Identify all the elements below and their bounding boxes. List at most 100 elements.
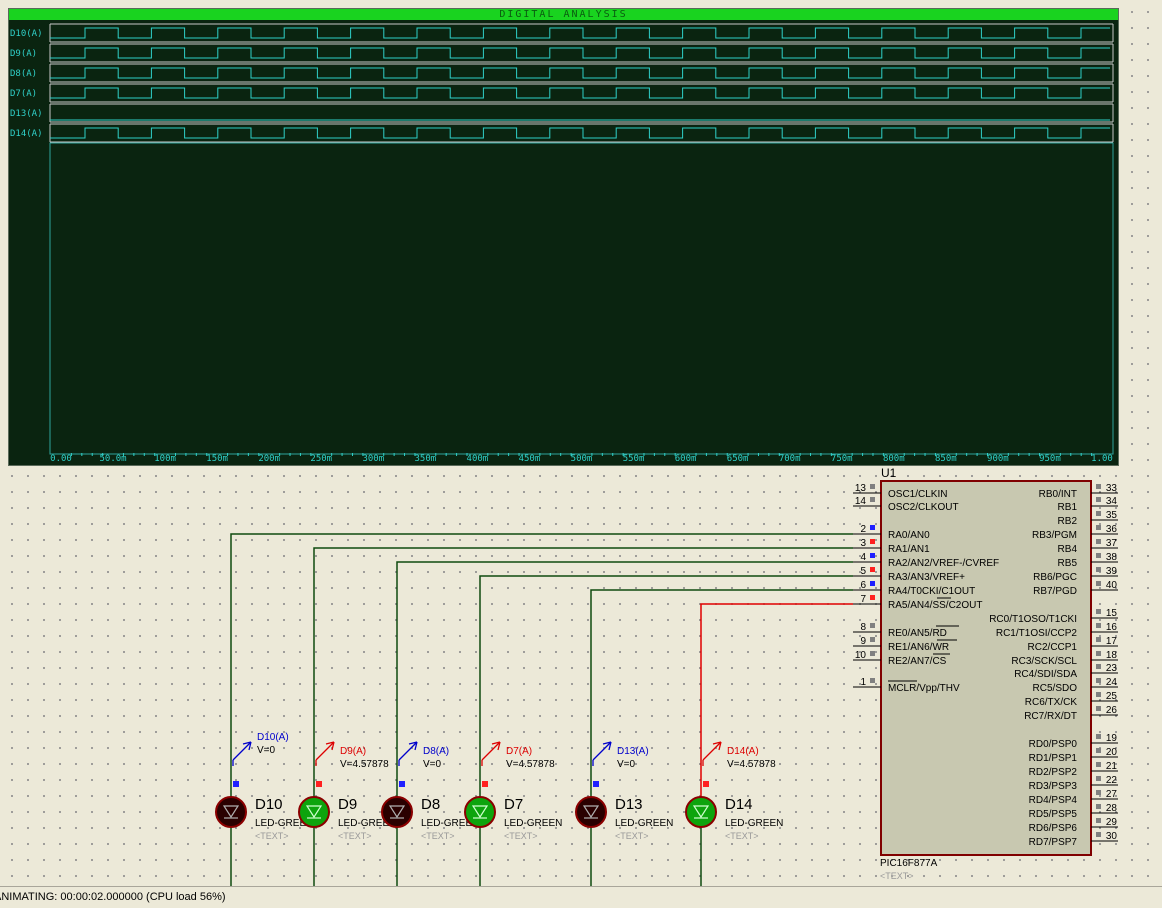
chip-pin-name[interactable]: RB1 xyxy=(1058,502,1078,513)
chip-pin-name[interactable]: RC0/T1OSO/T1CKI xyxy=(989,614,1077,625)
led-ref-label: D9 xyxy=(338,796,357,813)
chip-pin-name[interactable]: RA5/AN4/SS/C2OUT xyxy=(888,600,982,611)
chip-pin-name[interactable]: RC6/TX/CK xyxy=(1025,697,1078,708)
chip-pin-name[interactable]: RD5/PSP5 xyxy=(1029,809,1078,820)
channel-label[interactable]: D14(A) xyxy=(10,129,43,139)
pin-state-marker xyxy=(1096,762,1101,767)
voltage-probe-icon[interactable] xyxy=(398,741,418,761)
led-type-label: LED-GREEN xyxy=(615,818,673,829)
chip-pin-name[interactable]: RE0/AN5/RD xyxy=(888,628,947,639)
chip-pin-name[interactable]: RA3/AN3/VREF+ xyxy=(888,572,965,583)
probe-label[interactable]: D7(A) xyxy=(506,746,532,757)
chip-pin-name[interactable]: RB6/PGC xyxy=(1033,572,1077,583)
chip-pin-name[interactable]: RA1/AN1 xyxy=(888,544,930,555)
led-body xyxy=(298,796,330,828)
chip-pin-name[interactable]: RD0/PSP0 xyxy=(1029,739,1078,750)
chip-pin-name[interactable]: RA0/AN0 xyxy=(888,530,930,541)
chip-pin-name[interactable]: RD1/PSP1 xyxy=(1029,753,1078,764)
chip-pin-name[interactable]: RC4/SDI/SDA xyxy=(1014,669,1077,680)
pin-state-marker xyxy=(1096,748,1101,753)
axis-tick-label: 850m xyxy=(935,454,957,464)
probe-label[interactable]: D8(A) xyxy=(423,746,449,757)
chip-pin-name[interactable]: RA4/T0CKI/C1OUT xyxy=(888,586,975,597)
led-wire[interactable] xyxy=(700,603,853,797)
axis-tick-label: 150m xyxy=(206,454,228,464)
probe-label[interactable]: D13(A) xyxy=(617,746,649,757)
chip-pin-name[interactable]: RD4/PSP4 xyxy=(1029,795,1078,806)
led-wire[interactable] xyxy=(479,575,853,797)
channel-label[interactable]: D9(A) xyxy=(10,49,37,59)
axis-tick-label: 550m xyxy=(623,454,645,464)
channel-label[interactable]: D10(A) xyxy=(10,29,43,39)
led-wire[interactable] xyxy=(396,561,853,797)
led-text-placeholder: <TEXT> xyxy=(338,831,372,841)
chip-pin-name[interactable]: RD7/PSP7 xyxy=(1029,837,1078,848)
pin-state-marker xyxy=(1096,692,1101,697)
chip-pin-name[interactable]: RC1/T1OSI/CCP2 xyxy=(996,628,1078,639)
chip-pin-name[interactable]: RE2/AN7/CS xyxy=(888,656,947,667)
axis-tick-label: 800m xyxy=(883,454,905,464)
pin-state-marker xyxy=(870,553,875,558)
led-ref-label: D13 xyxy=(615,796,643,813)
chip-pin-number: 9 xyxy=(860,636,866,647)
voltage-probe-icon[interactable] xyxy=(481,741,501,761)
status-bar: ANIMATING: 00:00:02.000000 (CPU load 56%… xyxy=(0,886,1162,908)
probe-label[interactable]: D14(A) xyxy=(727,746,759,757)
chip-pin-name[interactable]: MCLR/Vpp/THV xyxy=(888,683,960,694)
pin-state-marker xyxy=(1096,818,1101,823)
graph-title[interactable]: DIGITAL ANALYSIS xyxy=(9,9,1118,20)
chip-pin-name[interactable]: RE1/AN6/WR xyxy=(888,642,949,653)
voltage-probe-icon[interactable] xyxy=(315,741,335,761)
chip-pin-number: 34 xyxy=(1106,496,1118,507)
chip-pin-number: 8 xyxy=(860,622,866,633)
axis-tick-label: 50.0m xyxy=(100,454,127,464)
chip-pin-name[interactable]: RB0/INT xyxy=(1039,489,1077,500)
led-d8[interactable] xyxy=(381,796,413,828)
pin-state-marker xyxy=(1096,567,1101,572)
chip-pin-number: 30 xyxy=(1106,831,1118,842)
led-d9[interactable] xyxy=(298,796,330,828)
chip-pin-name[interactable]: RC3/SCK/SCL xyxy=(1011,656,1077,667)
pin-state-marker xyxy=(1096,734,1101,739)
led-d7[interactable] xyxy=(464,796,496,828)
chip-pin-name[interactable]: OSC2/CLKOUT xyxy=(888,502,959,513)
led-wire[interactable] xyxy=(230,533,853,797)
chip-pin-name[interactable]: OSC1/CLKIN xyxy=(888,489,947,500)
chip-pin-name[interactable]: RC2/CCP1 xyxy=(1028,642,1078,653)
channel-label[interactable]: D8(A) xyxy=(10,69,37,79)
led-wire[interactable] xyxy=(590,589,853,797)
led-wire[interactable] xyxy=(313,547,853,797)
chip-pin-name[interactable]: RB5 xyxy=(1058,558,1078,569)
chip-pin-name[interactable]: RD2/PSP2 xyxy=(1029,767,1078,778)
chip-pin-number: 3 xyxy=(860,538,866,549)
voltage-probe-icon[interactable] xyxy=(592,741,612,761)
voltage-probe-icon[interactable] xyxy=(702,741,722,761)
channel-label[interactable]: D13(A) xyxy=(10,109,43,119)
chip-pin-number: 33 xyxy=(1106,483,1118,494)
pic16f877a-chip[interactable] xyxy=(880,480,1092,856)
chip-pin-name[interactable]: RD3/PSP3 xyxy=(1029,781,1078,792)
chip-pin-name[interactable]: RB7/PGD xyxy=(1033,586,1077,597)
chip-pin-number: 18 xyxy=(1106,650,1118,661)
digital-analysis-graph[interactable]: DIGITAL ANALYSIS D10(A) D9(A) D8(A) D7(A) D1… xyxy=(8,8,1119,466)
chip-pin-name[interactable]: RA2/AN2/VREF-/CVREF xyxy=(888,558,999,569)
chip-pin-name[interactable]: RC5/SDO xyxy=(1033,683,1078,694)
led-d10[interactable] xyxy=(215,796,247,828)
probe-label[interactable]: D9(A) xyxy=(340,746,366,757)
led-type-label: LED-GREEN xyxy=(504,818,562,829)
axis-tick-label: 500m xyxy=(571,454,593,464)
channel-label[interactable]: D7(A) xyxy=(10,89,37,99)
pin-state-marker xyxy=(1096,609,1101,614)
chip-pin-name[interactable]: RB3/PGM xyxy=(1032,530,1077,541)
axis-tick-label: 750m xyxy=(831,454,853,464)
led-d13[interactable] xyxy=(575,796,607,828)
chip-pin-name[interactable]: RC7/RX/DT xyxy=(1024,711,1077,722)
chip-pin-name[interactable]: RD6/PSP6 xyxy=(1029,823,1078,834)
voltage-probe-icon[interactable] xyxy=(232,741,252,761)
chip-pin-name[interactable]: RB4 xyxy=(1058,544,1078,555)
schematic-canvas[interactable]: U1PIC16F877A<TEXT>13OSC1/CLKIN14OSC2/CLK… xyxy=(0,0,1162,886)
led-d14[interactable] xyxy=(685,796,717,828)
probe-label[interactable]: D10(A) xyxy=(257,732,289,743)
chip-pin-name[interactable]: RB2 xyxy=(1058,516,1078,527)
